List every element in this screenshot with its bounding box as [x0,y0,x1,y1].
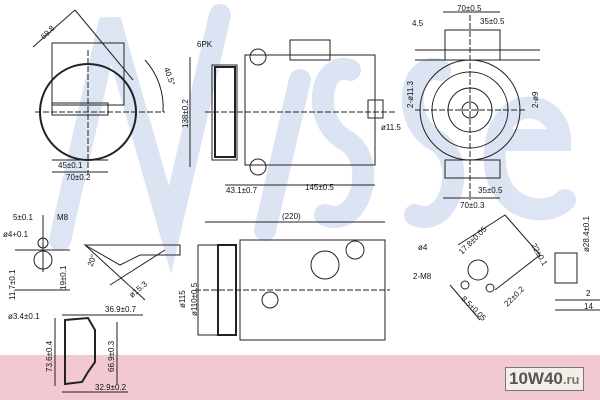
front-view [32,9,165,175]
fitting-detail [15,215,70,291]
dim-11-7: 11.7±0.1 [8,269,17,301]
dim-holes-9: 2-ø9 [531,91,540,108]
dim-70-top: 70±0.5 [457,4,482,13]
gasket-detail [54,314,143,393]
dim-4-5: 4.5 [412,19,424,28]
flange-detail [449,214,600,321]
dim-d115: ø115 [178,290,187,308]
dim-35-bottom: 35±0.5 [478,186,503,195]
dim-35-top: 35±0.5 [480,17,505,26]
dim-holes-11-3: 2-ø11.3 [406,81,415,108]
dim-70-bottom: 70±0.3 [460,201,485,210]
dim-d110: ø110±0.5 [190,282,199,316]
logo-suffix: .ru [562,371,580,387]
dim-wire-3-4: ø3.4±0.1 [8,312,40,321]
watermark-logo [49,4,576,274]
dim-hole-4: ø4+0.1 [3,230,29,239]
dim-145: 145±0.5 [305,183,334,192]
logo-main: 10W40 [509,369,563,388]
dim-5: 5±0.1 [13,213,33,222]
dim-73-6: 73.6±0.4 [45,340,54,372]
dim-220: (220) [282,212,301,221]
site-logo: 10W40 .ru [505,367,584,391]
dim-70-front: 70±0.2 [66,173,91,182]
dim-14: 14 [584,302,593,311]
label-6pk: 6PK [197,40,213,49]
dim-port-11-5: ø11.5 [381,123,401,132]
rear-view [415,11,540,200]
dim-19: 19±0.1 [59,265,68,290]
dim-2: 2 [586,289,591,298]
dim-66-9: 66.9±0.3 [107,340,116,372]
dim-d28-4: ø28.4±0.1 [582,216,591,252]
label-m8: M8 [57,213,69,222]
label-2-m8: 2-M8 [413,272,432,281]
dim-36-9: 36.9±0.7 [105,305,137,314]
dim-138: 138±0.2 [181,99,190,128]
dim-43-1: 43.1±0.7 [226,186,258,195]
section-detail [83,244,181,301]
dim-32-9: 32.9±0.2 [95,383,127,392]
bottom-side-view [195,221,390,341]
dim-45: 45±0.1 [58,161,83,170]
dim-flange-hole-4: ø4 [418,243,428,252]
side-view [189,39,395,186]
